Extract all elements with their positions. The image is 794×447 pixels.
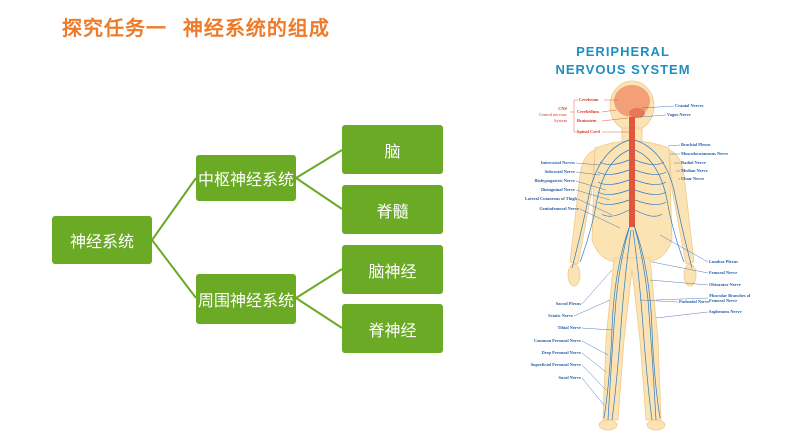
deep-peroneal-nerve-label: Deep Peroneal Nerve bbox=[541, 350, 581, 355]
ilioinguinal-nerve-label: Ilioinguinal Nerve bbox=[540, 187, 575, 192]
muscular-branches-label: Muscular Branches of Femoral Nerve bbox=[709, 293, 751, 303]
pudendal-nerve-label: Pudendal Nerve bbox=[679, 299, 710, 304]
saphenous-nerve-label: Saphenous Nerve bbox=[709, 309, 742, 314]
brainstem-label: Brainstem bbox=[577, 118, 597, 123]
spinal-cord-label: Spinal Cord bbox=[577, 129, 600, 134]
cns-sub2-label: System bbox=[554, 118, 567, 123]
intercostal-nerves-label: Intercostal Nerves bbox=[540, 160, 575, 165]
genitofemoral-nerve-label: Genitofemoral Nerve bbox=[539, 206, 579, 211]
cerebrum-label: Cerebrum bbox=[579, 97, 599, 102]
sacral-plexus-label: Sacral Plexus bbox=[555, 301, 581, 306]
subcostal-nerve-label: Subcostal Nerve bbox=[544, 169, 575, 174]
femoral-nerve-label: Femoral Nerve bbox=[709, 270, 738, 275]
cranial-nerves-label: Cranial Nerves bbox=[675, 103, 704, 108]
median-nerve-label: Median Nerve bbox=[681, 168, 708, 173]
musculocutaneous-nerve-label: Musculocutaneous Nerve bbox=[681, 151, 729, 156]
lumbar-plexus-label: Lumbar Plexus bbox=[709, 259, 738, 264]
node-peripheral-nervous-system: 周围神经系统 bbox=[196, 274, 296, 324]
tibial-nerve-label: Tibial Nerve bbox=[557, 325, 581, 330]
sural-nerve-label: Sural Nerve bbox=[558, 375, 581, 380]
common-peroneal-nerve-label: Common Peroneal Nerve bbox=[533, 338, 581, 343]
node-nervous-system: 神经系统 bbox=[52, 216, 152, 264]
page-title: 探究任务一 神经系统的组成 bbox=[62, 16, 330, 40]
lateral-cutaneous-label: Lateral Cutaneous of Thigh bbox=[524, 196, 577, 201]
superficial-peroneal-nerve-label: Superficial Peroneal Nerve bbox=[530, 362, 581, 367]
sciatic-nerve-label: Sciatic Nerve bbox=[548, 313, 573, 318]
ulnar-nerve-label: Ulnar Nerve bbox=[681, 176, 705, 181]
cns-label: CNS bbox=[558, 106, 567, 111]
cns-sub1-label: Central nervous bbox=[539, 112, 567, 117]
obturator-nerve-label: Obturator Nerve bbox=[709, 282, 741, 287]
vagus-nerve-label: Vagus Nerve bbox=[667, 112, 691, 117]
figure-title-line2: NERVOUS SYSTEM bbox=[555, 62, 691, 77]
node-brain: 脑 bbox=[342, 125, 443, 174]
node-spinal-nerves: 脊神经 bbox=[342, 304, 443, 353]
iliohypogastric-nerve-label: Iliohypogastric Nerve bbox=[534, 178, 575, 183]
cerebellum-label: Cerebellum bbox=[577, 109, 599, 114]
figure-title-line1: PERIPHERAL bbox=[576, 44, 670, 59]
radial-nerve-label: Radial Nerve bbox=[681, 160, 706, 165]
node-cranial-nerves: 脑神经 bbox=[342, 245, 443, 294]
brachial-plexus-label: Brachial Plexus bbox=[681, 142, 711, 147]
node-central-nervous-system: 中枢神经系统 bbox=[196, 155, 296, 201]
node-spinal-cord: 脊髓 bbox=[342, 185, 443, 234]
